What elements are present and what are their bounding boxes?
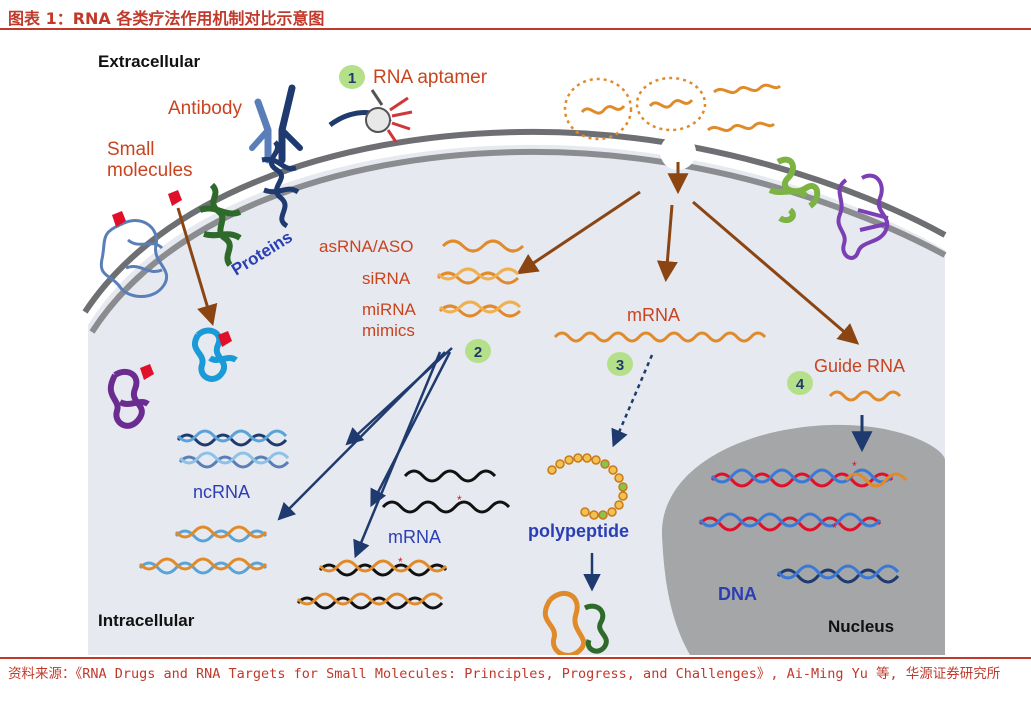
sirna-duplex (436, 267, 520, 285)
arrow-to-mrna-center (656, 204, 678, 283)
membrane-protein-purple (836, 173, 890, 260)
marker-1: 1 (339, 65, 365, 89)
label-mirna-line2: mimics (362, 321, 415, 340)
label-mrna-bottom: mRNA (388, 527, 441, 547)
label-ncrna: ncRNA (193, 482, 250, 502)
dna-edit-star-2: * (832, 521, 837, 535)
membrane-protein-lightgreen (768, 156, 821, 224)
cell-membrane-inner (89, 148, 947, 334)
source-note: 资料来源：《RNA Drugs and RNA Targets for Smal… (8, 666, 1001, 682)
svg-text:2: 2 (474, 344, 482, 361)
label-polypeptide: polypeptide (528, 521, 629, 541)
small-molecule-red-2 (168, 190, 182, 206)
arrow-to-mrna-bottom (353, 351, 442, 559)
antibody-icon (249, 84, 303, 164)
report-header: 图表 1：RNA 各类疗法作用机制对比示意图 (0, 0, 1031, 30)
label-intracellular: Intracellular (98, 611, 195, 630)
label-small-molecules-line2: molecules (107, 160, 193, 181)
ncrna-duplexes (138, 429, 290, 575)
dna-helices (698, 468, 908, 584)
extracellular-rna-vesicles (563, 76, 782, 141)
rna-aptamer-icon (328, 89, 413, 143)
arrow-to-guide-rna (692, 200, 860, 345)
label-dna: DNA (718, 584, 757, 604)
svg-text:4: 4 (796, 376, 805, 393)
label-extracellular: Extracellular (98, 52, 200, 71)
mrna-strand-top (553, 331, 767, 343)
membrane-protein-navy (261, 140, 300, 229)
asrna-strand (441, 239, 525, 253)
polypeptide-chain (547, 453, 628, 520)
rna-therapy-diagram: * * * * 1 2 3 4 Ex (70, 40, 955, 655)
footer-divider (0, 657, 1031, 659)
target-protein-purple (107, 368, 150, 429)
label-mrna-top: mRNA (627, 305, 680, 325)
mrna-duplexes (296, 469, 511, 610)
target-protein-blue (99, 219, 168, 298)
arrow-translation (611, 354, 654, 448)
label-asrna-aso: asRNA/ASO (319, 237, 413, 256)
mutation-star-1: * (457, 493, 462, 507)
label-nucleus: Nucleus (828, 617, 894, 636)
dna-edit-star-1: * (852, 459, 857, 473)
header-divider (0, 28, 1031, 30)
target-protein-cyan (191, 327, 238, 382)
arrow-to-asrna-group (516, 190, 641, 275)
small-molecule-red-4 (140, 364, 154, 380)
label-antibody: Antibody (168, 98, 242, 119)
label-rna-aptamer: RNA aptamer (373, 67, 488, 88)
arrow-to-ncrna-bottom (277, 351, 446, 521)
membrane-pore (660, 134, 696, 170)
arrow-to-mrna-lower (370, 351, 452, 508)
label-guide-rna: Guide RNA (814, 356, 905, 376)
svg-text:3: 3 (616, 357, 624, 374)
marker-3: 3 (607, 352, 633, 376)
small-molecule-red-1 (112, 211, 126, 227)
mirna-duplex (438, 300, 522, 318)
svg-text:1: 1 (348, 70, 356, 87)
folded-protein (542, 591, 609, 655)
small-molecule-red-3 (218, 331, 232, 347)
mutation-star-2: * (398, 555, 403, 569)
marker-2: 2 (465, 339, 491, 363)
label-small-molecules-line1: Small (107, 139, 155, 160)
arrow-small-molecule-entry (176, 207, 218, 327)
figure-title: 图表 1：RNA 各类疗法作用机制对比示意图 (8, 9, 325, 28)
marker-4: 4 (787, 371, 813, 395)
label-mirna-line1: miRNA (362, 300, 416, 319)
guide-rna-strand (828, 390, 902, 402)
label-sirna: siRNA (362, 269, 411, 288)
membrane-protein-green (198, 182, 242, 267)
